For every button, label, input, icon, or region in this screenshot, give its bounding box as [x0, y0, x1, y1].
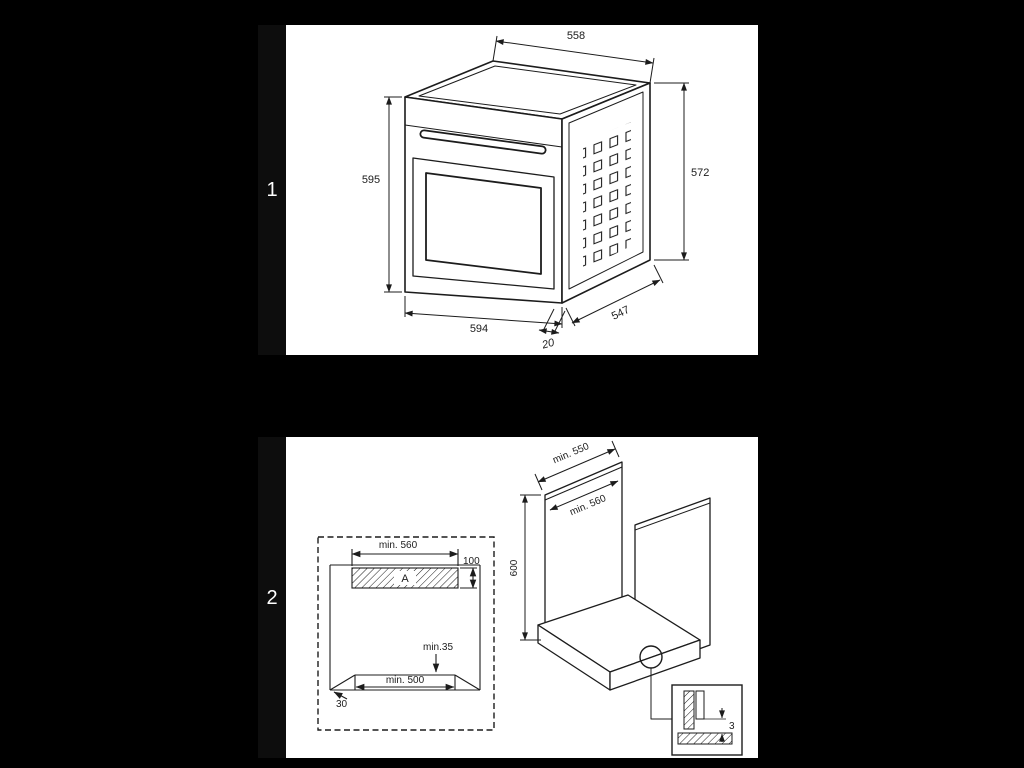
oven-door-frame — [412, 157, 555, 290]
label-door-overhang: 20 — [540, 336, 557, 351]
label-cabinet-height: 600 — [509, 559, 520, 576]
figure-1-panel: 1 — [258, 25, 758, 355]
dim-rear-height — [654, 82, 689, 261]
figure-2-step-number: 2 — [266, 586, 278, 609]
control-panel-line — [404, 124, 563, 148]
niche-inset — [317, 536, 495, 731]
dim-front-height — [384, 96, 402, 293]
side-panel-thickness-line — [634, 502, 711, 531]
label-rear-height: 572 — [691, 167, 709, 179]
niche-labels: min. 560 100 A min.35 min. 500 30 — [336, 540, 480, 710]
oven-dimension-lines — [384, 35, 689, 335]
label-niche-top-width: min. 560 — [379, 540, 418, 551]
cabinet-dimensions — [520, 440, 620, 641]
spacer-label-chip — [394, 571, 416, 585]
inset-dashed-border — [317, 536, 495, 731]
dim-spacer-height — [460, 567, 477, 589]
oven-side-vent-pattern — [583, 122, 631, 270]
oven-top-inset-line — [418, 65, 637, 115]
detail-oven-flange-section — [695, 690, 705, 720]
dim-niche-top-width — [351, 549, 459, 566]
handle-fill — [421, 131, 545, 153]
oven-dimension-labels: 558 595 572 594 547 20 — [362, 30, 710, 352]
figure-2-step-bar: 2 — [258, 437, 286, 758]
label-side-clearance: 30 — [336, 699, 348, 710]
label-top-width: 558 — [567, 30, 585, 42]
detail-cabinet-wall-section — [683, 690, 695, 730]
oven-details — [404, 65, 644, 290]
label-niche-bottom-width: min. 500 — [386, 675, 425, 686]
dim-cabinet-height — [520, 494, 541, 641]
figure-1-step-bar: 1 — [258, 25, 286, 355]
oven-dimension-diagram: 558 595 572 594 547 20 — [362, 30, 710, 352]
dim-cabinet-depth — [534, 440, 620, 491]
detail-leader-line — [650, 668, 672, 720]
cabinet-base — [537, 594, 701, 691]
label-detail-gap: 3 — [729, 721, 735, 732]
label-spacer: A — [401, 573, 409, 585]
dim-door-overhang — [538, 308, 566, 335]
cabinet-drawing — [537, 461, 711, 720]
oven-side-inset-line — [568, 91, 644, 290]
label-cabinet-depth: min. 550 — [551, 441, 591, 466]
detail-base-section — [677, 732, 733, 745]
figure-2-panel: 2 — [258, 437, 758, 758]
label-spacer-height: 100 — [463, 556, 480, 567]
installation-diagram: min. 560 100 A min.35 min. 500 30 — [317, 440, 743, 756]
dim-side-depth — [565, 264, 664, 327]
label-front-height: 595 — [362, 174, 380, 186]
oven-door-window — [425, 172, 542, 275]
figure-1-canvas: 558 595 572 594 547 20 — [286, 25, 758, 355]
gap-detail-box — [671, 684, 743, 756]
dim-cabinet-inner-width-line — [549, 480, 619, 511]
label-bottom-width: 594 — [470, 323, 488, 335]
dim-top-width — [492, 35, 655, 84]
figure-2-canvas: min. 560 100 A min.35 min. 500 30 — [286, 437, 758, 758]
label-rear-clearance: min.35 — [423, 642, 453, 653]
side-clearance-arrow — [333, 691, 348, 700]
label-side-depth: 547 — [610, 304, 632, 323]
figure-1-step-number: 1 — [266, 179, 278, 201]
oven-door-handle — [419, 129, 547, 155]
